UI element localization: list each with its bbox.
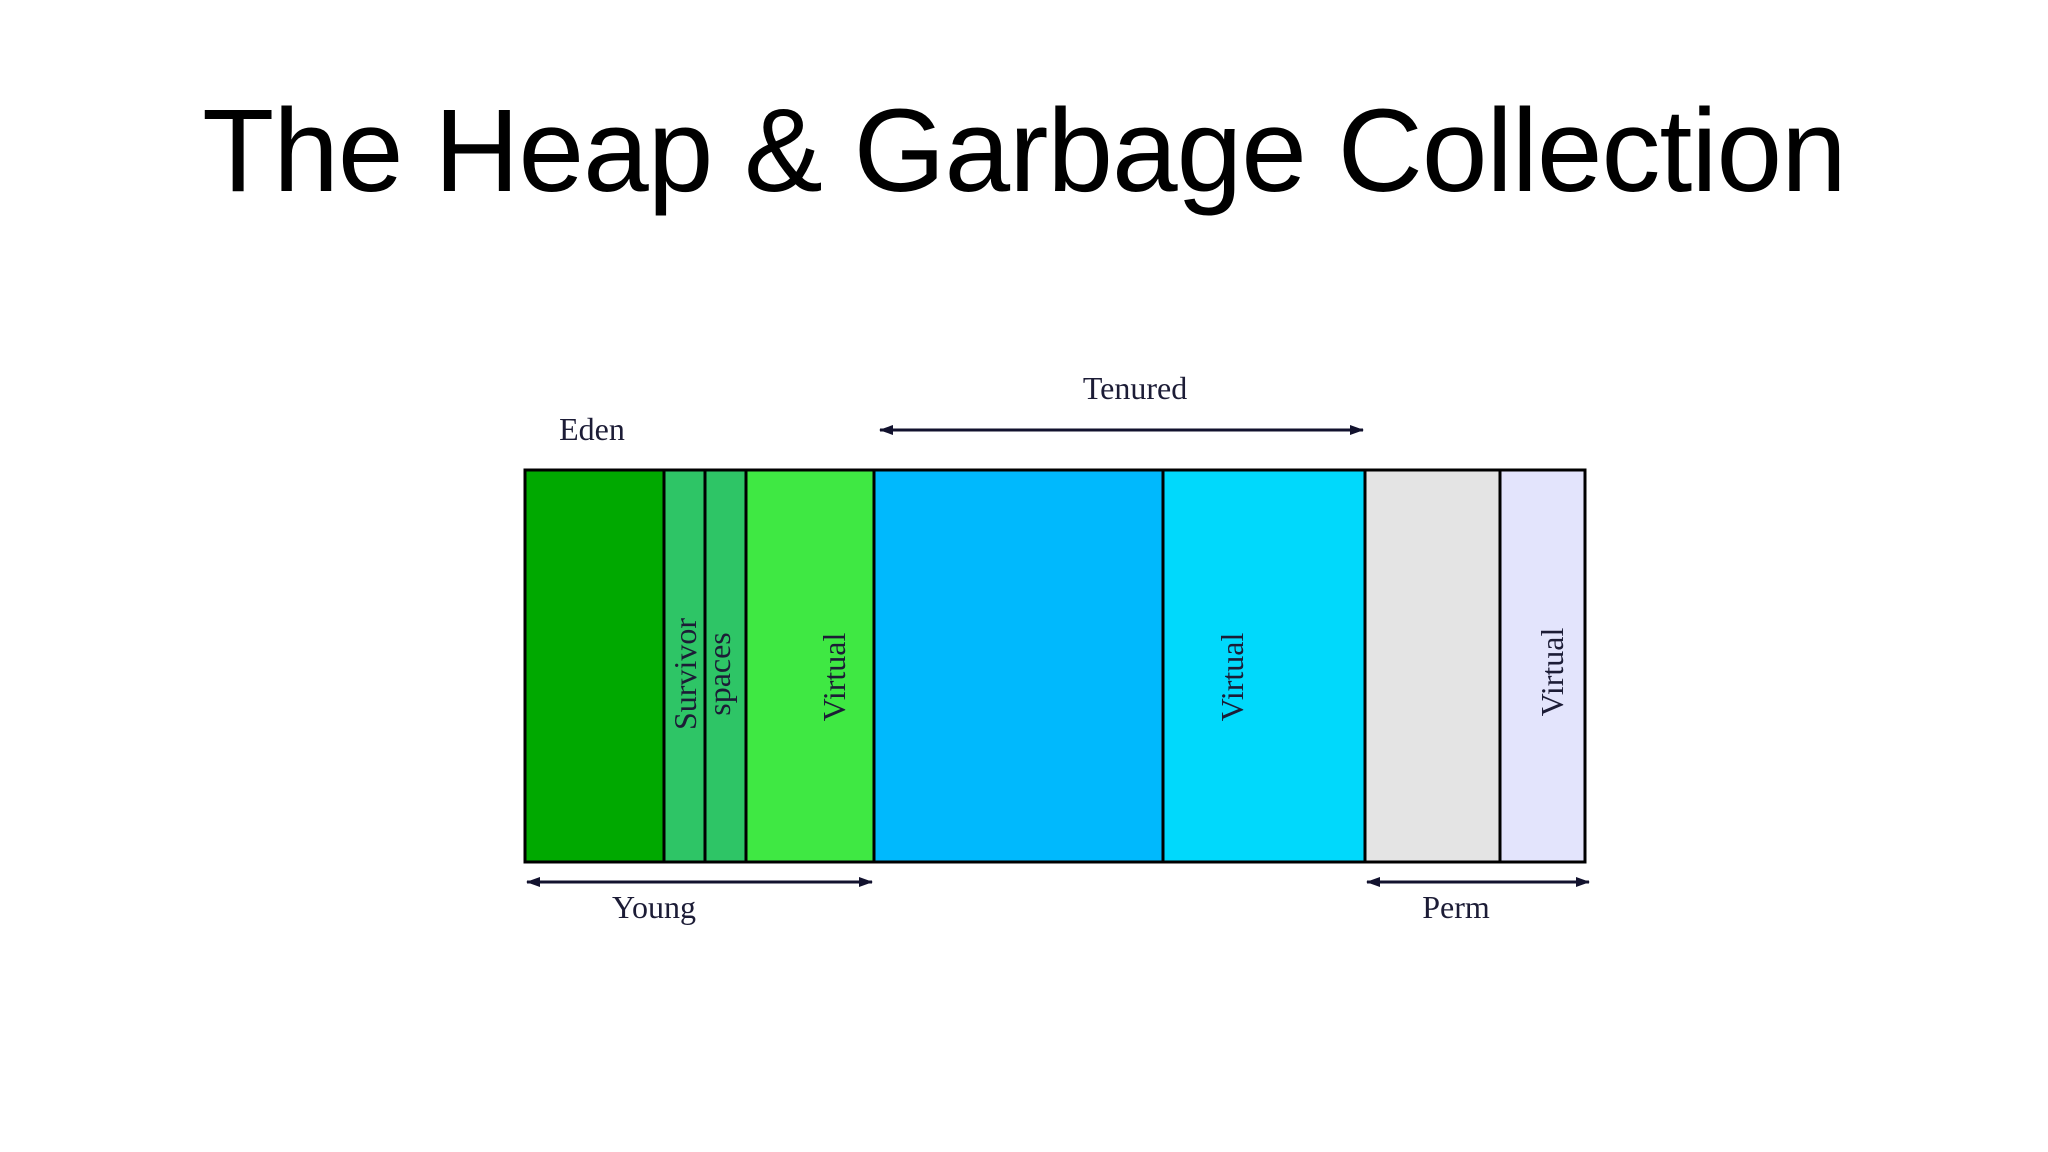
survivor-space-2-segment <box>703 468 748 864</box>
spaces-label: spaces <box>701 632 737 716</box>
perm-virtual-segment <box>1498 468 1587 864</box>
tenured-virtual-label: Virtual <box>1214 633 1250 722</box>
tenured-virtual-segment <box>1161 468 1367 864</box>
young-virtual-label: Virtual <box>816 633 852 722</box>
perm-label: Perm <box>1422 889 1490 925</box>
young-label: Young <box>612 889 696 925</box>
eden-label: Eden <box>559 411 625 447</box>
perm-segment <box>1363 468 1502 864</box>
young-virtual-segment <box>744 468 876 864</box>
survivor-space-1-segment <box>662 468 707 864</box>
eden-segment <box>523 468 666 864</box>
tenured-segment <box>872 468 1165 864</box>
tenured-label: Tenured <box>1083 370 1187 406</box>
perm-virtual-label: Virtual <box>1534 628 1570 717</box>
slide-title: The Heap & Garbage Collection <box>202 85 1847 217</box>
survivor-label: Survivor <box>667 618 703 730</box>
